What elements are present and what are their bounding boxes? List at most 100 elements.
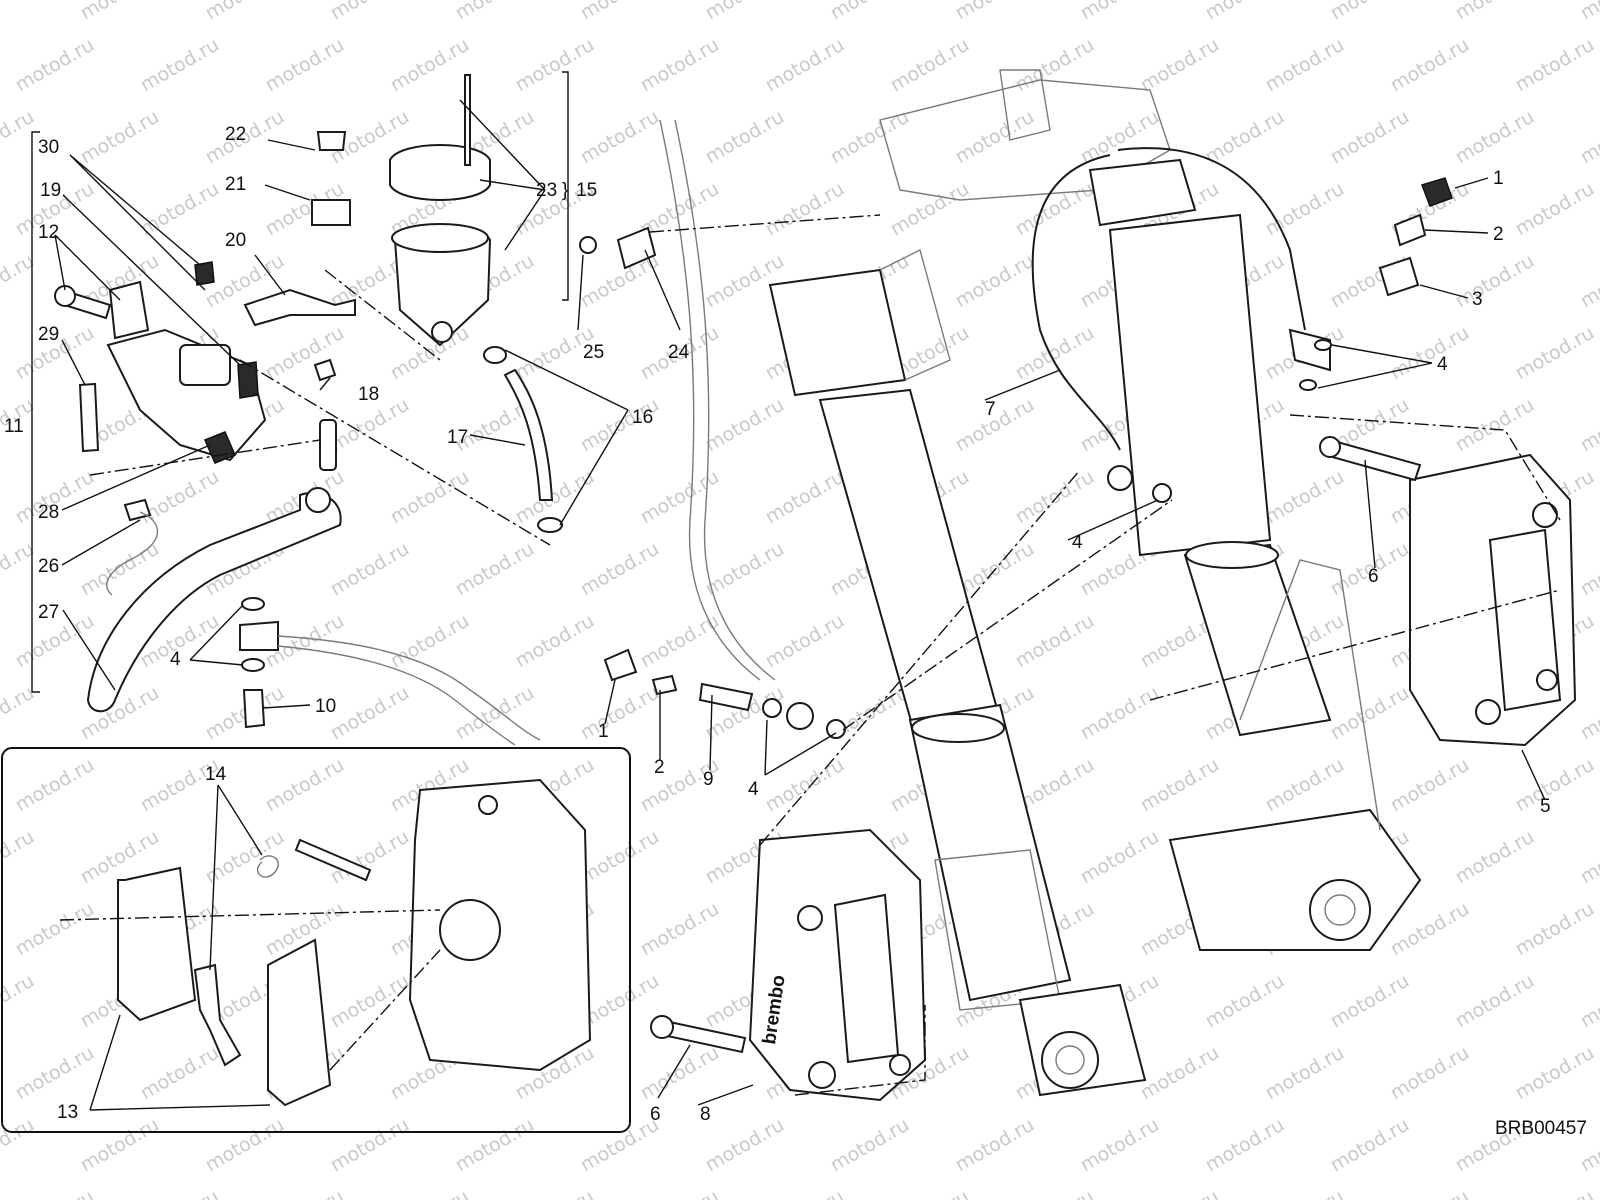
watermark-text: motod.ru xyxy=(0,826,38,889)
watermark-text: motod.ru xyxy=(1577,826,1600,889)
watermark-text: motod.ru xyxy=(1327,970,1413,1033)
watermark-text: motod.ru xyxy=(1387,34,1473,97)
callout-11: 11 xyxy=(4,416,24,437)
watermark-text: motod.ru xyxy=(12,1042,98,1105)
watermark-text: motod.ru xyxy=(1012,466,1098,529)
watermark-text: motod.ru xyxy=(827,1114,913,1177)
callout-13: 13 xyxy=(57,1102,78,1123)
callout-30: 30 xyxy=(38,137,59,158)
watermark-text: motod.ru xyxy=(1327,106,1413,169)
watermark-text: motod.ru xyxy=(1452,970,1538,1033)
callout-8: 8 xyxy=(700,1104,711,1125)
watermark-text: motod.ru xyxy=(0,1114,38,1177)
callout-14: 14 xyxy=(205,764,227,785)
watermark-text: motod.ru xyxy=(762,610,848,673)
watermark-text: motod.ru xyxy=(1512,178,1598,241)
callout-4-center: 4 xyxy=(748,779,759,800)
watermark-text: motod.ru xyxy=(637,1042,723,1105)
leader-lines xyxy=(54,99,1546,1111)
watermark-text: motod.ru xyxy=(1387,1042,1473,1105)
watermark-text: motod.ru xyxy=(1012,34,1098,97)
watermark-text: motod.ru xyxy=(762,1186,848,1200)
watermark-text: motod.ru xyxy=(137,178,223,241)
watermark-text: motod.ru xyxy=(262,754,348,817)
watermark-text: motod.ru xyxy=(952,250,1038,313)
watermark-text: motod.ru xyxy=(1387,322,1473,385)
right-bleeder-assembly xyxy=(1299,177,1453,391)
front-fork-illustration xyxy=(768,69,1422,1097)
callout-25: 25 xyxy=(583,342,604,363)
watermark-text: motod.ru xyxy=(327,0,413,24)
watermark-text: motod.ru xyxy=(327,538,413,601)
watermark-text: motod.ru xyxy=(77,0,163,24)
watermark-text: motod.ru xyxy=(637,466,723,529)
watermark-text: motod.ru xyxy=(577,682,663,745)
watermark-text: motod.ru xyxy=(0,0,38,24)
watermark-text: motod.ru xyxy=(577,0,663,24)
watermark-text: motod.ru xyxy=(1512,34,1598,97)
watermark-text: motod.ru xyxy=(452,1114,538,1177)
watermark-text: motod.ru xyxy=(77,106,163,169)
watermark-text: motod.ru xyxy=(12,1186,98,1200)
callout-24: 24 xyxy=(668,342,690,363)
watermark-text: motod.ru xyxy=(952,0,1038,24)
watermark-text: motod.ru xyxy=(327,970,413,1033)
watermark-text: motod.ru xyxy=(887,1186,973,1200)
callout-17: 17 xyxy=(447,427,468,448)
callout-7: 7 xyxy=(985,399,996,420)
inset-brake-pad-detail xyxy=(1,747,631,1133)
watermark-text: motod.ru xyxy=(12,898,98,961)
watermark-text: motod.ru xyxy=(637,610,723,673)
watermark-text: motod.ru xyxy=(762,466,848,529)
watermark-text: motod.ru xyxy=(137,34,223,97)
callout-18: 18 xyxy=(358,384,379,405)
watermark-text: motod.ru xyxy=(452,682,538,745)
watermark-text: motod.ru xyxy=(1452,394,1538,457)
watermark-text: motod.ru xyxy=(1262,754,1348,817)
callout-28: 28 xyxy=(38,502,59,523)
watermark-text: motod.ru xyxy=(577,538,663,601)
sensor-cable xyxy=(659,119,761,681)
watermark-text: motod.ru xyxy=(637,898,723,961)
callout-6-bottom: 6 xyxy=(650,1104,661,1125)
watermark-text: motod.ru xyxy=(387,610,473,673)
watermark-text: motod.ru xyxy=(137,1042,223,1105)
watermark-text: motod.ru xyxy=(1012,610,1098,673)
watermark-text: motod.ru xyxy=(702,1114,788,1177)
watermark-text: motod.ru xyxy=(637,34,723,97)
watermark-text: motod.ru xyxy=(1137,34,1223,97)
watermark-text: motod.ru xyxy=(512,1186,598,1200)
watermark-text: motod.ru xyxy=(137,1186,223,1200)
watermark-text: motod.ru xyxy=(1012,322,1098,385)
watermark-text: motod.ru xyxy=(637,1186,723,1200)
brake-hose-7 xyxy=(1031,147,1331,503)
callout-3: 3 xyxy=(1472,289,1483,310)
watermark-text: motod.ru xyxy=(1512,1042,1598,1105)
callout-4-mid: 4 xyxy=(1072,532,1083,553)
watermark-text: motod.ru xyxy=(1077,1114,1163,1177)
group-bracket-11 xyxy=(31,131,40,693)
watermark-text: motod.ru xyxy=(1452,0,1538,24)
callout-1-top: 1 xyxy=(1493,168,1504,189)
watermark-text: motod.ru xyxy=(1387,754,1473,817)
callout-20: 20 xyxy=(225,230,246,251)
callout-23: 23 xyxy=(536,180,557,201)
watermark-text: motod.ru xyxy=(1577,106,1600,169)
watermark-text: motod.ru xyxy=(702,0,788,24)
callout-22: 22 xyxy=(225,124,246,145)
watermark-text: motod.ru xyxy=(1077,0,1163,24)
watermark-text: motod.ru xyxy=(0,970,38,1033)
callout-16: 16 xyxy=(632,407,653,428)
watermark-text: motod.ru xyxy=(452,538,538,601)
callout-15-brace: } xyxy=(562,180,568,201)
watermark-text: motod.ru xyxy=(1327,682,1413,745)
watermark-text: motod.ru xyxy=(952,1114,1038,1177)
callout-1-center: 1 xyxy=(598,721,609,742)
callout-19: 19 xyxy=(40,180,61,201)
watermark-text: motod.ru xyxy=(577,250,663,313)
watermark-text: motod.ru xyxy=(327,682,413,745)
watermark-text: motod.ru xyxy=(1262,1186,1348,1200)
watermark-text: motod.ru xyxy=(1577,0,1600,24)
